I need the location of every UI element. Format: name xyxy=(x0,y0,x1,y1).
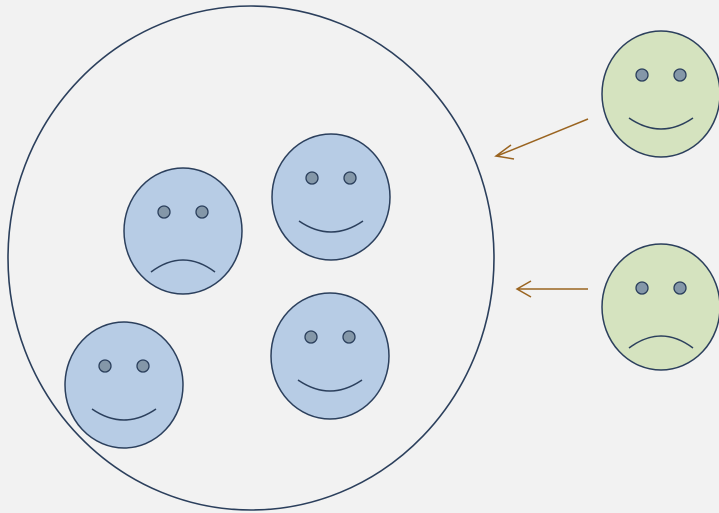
face-outline xyxy=(601,243,719,371)
eye xyxy=(673,281,687,295)
eye xyxy=(305,171,319,185)
face-outline xyxy=(270,292,390,420)
eye xyxy=(157,205,171,219)
eye xyxy=(98,359,112,373)
smile-mouth xyxy=(91,408,157,421)
faces-layer xyxy=(64,30,719,449)
face-outline xyxy=(64,321,184,449)
group-face-sad-icon xyxy=(123,167,243,295)
smile-mouth xyxy=(297,379,363,392)
arrow-head-icon xyxy=(515,280,532,298)
eye xyxy=(136,359,150,373)
arrow-head-icon xyxy=(494,144,515,160)
eye xyxy=(304,330,318,344)
group-face-happy-icon xyxy=(64,321,184,449)
outsider-face-happy-icon xyxy=(601,30,719,158)
face-outline xyxy=(123,167,243,295)
eye xyxy=(673,68,687,82)
group-circle xyxy=(7,5,495,511)
frown-mouth xyxy=(628,335,694,349)
face-outline xyxy=(271,133,391,261)
face-outline xyxy=(601,30,719,158)
outsider-face-sad-icon xyxy=(601,243,719,371)
group-face-happy-icon xyxy=(270,292,390,420)
eye xyxy=(195,205,209,219)
smile-mouth xyxy=(628,117,694,130)
group-face-happy-icon xyxy=(271,133,391,261)
eye xyxy=(635,281,649,295)
eye xyxy=(343,171,357,185)
arrows-layer xyxy=(494,118,589,298)
eye xyxy=(635,68,649,82)
smile-mouth xyxy=(298,220,364,233)
eye xyxy=(342,330,356,344)
arrow-happy-outsider-to-group xyxy=(496,118,589,157)
frown-mouth xyxy=(150,259,216,273)
